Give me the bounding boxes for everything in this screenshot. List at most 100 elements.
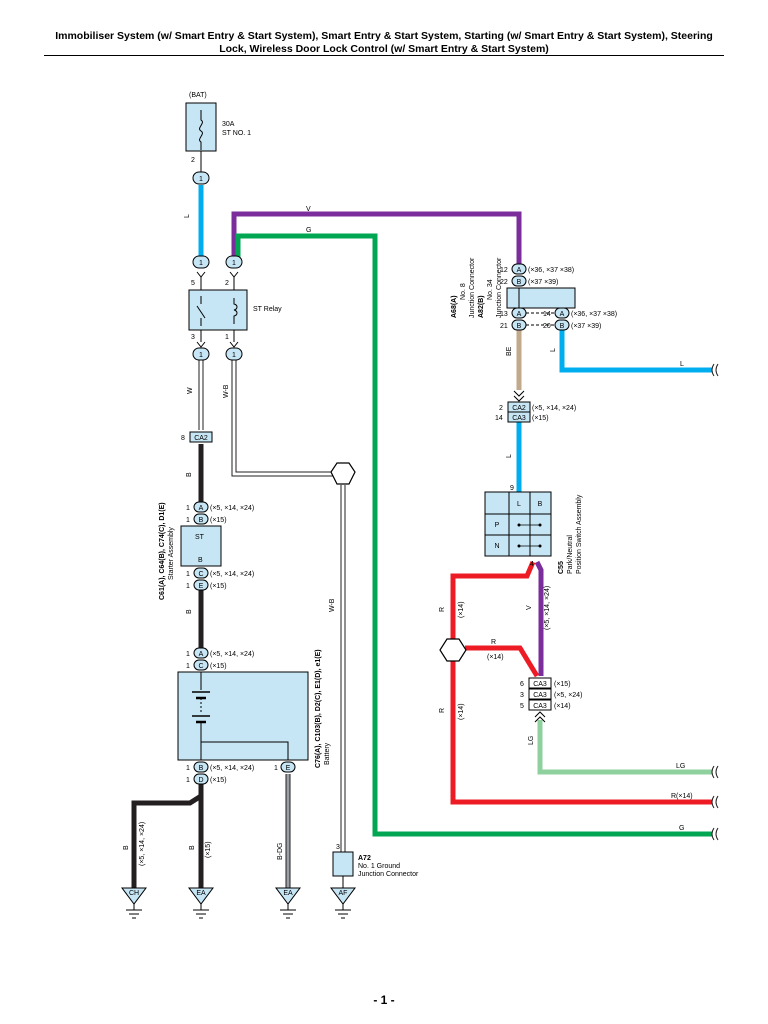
svg-text:(×5, ×14, ×24): (×5, ×14, ×24) [210, 651, 254, 658]
svg-text:EA: EA [283, 890, 293, 897]
svg-text:D: D [198, 777, 203, 784]
svg-text:CA3: CA3 [533, 703, 547, 710]
a82-line1: No. 34 [487, 279, 494, 300]
svg-text:4: 4 [530, 561, 534, 568]
wire-label-b-ea-note: (×15) [205, 841, 212, 858]
svg-text:20: 20 [543, 323, 551, 330]
wire-v-purple [231, 211, 522, 268]
svg-text:AF: AF [339, 890, 348, 897]
wire-w-b [231, 360, 346, 852]
wire-label-b-2: B [186, 609, 193, 614]
fuse-pin-2: 2 [191, 157, 195, 164]
wire-label-v-2-note: (×5, ×14, ×24) [544, 586, 551, 630]
svg-text:1: 1 [186, 651, 190, 658]
battery: A C B D E [177, 647, 309, 785]
st-relay-label: ST Relay [253, 306, 282, 313]
wire-label-b-1: B [186, 472, 193, 477]
svg-text:B: B [199, 517, 204, 524]
svg-text:(×15): (×15) [210, 663, 227, 670]
svg-text:N: N [494, 543, 499, 550]
svg-text:L: L [517, 501, 521, 508]
wire-label-g-right: G [679, 825, 684, 832]
a68-line1: No. 8 [460, 283, 467, 300]
svg-text:13: 13 [500, 311, 508, 318]
connector-ca3-stack: CA3 CA3 CA3 [528, 677, 552, 723]
wire-label-r-2-note: (×14) [487, 654, 504, 661]
svg-text:(×36, ×37 ×38): (×36, ×37 ×38) [528, 267, 574, 274]
svg-text:A: A [199, 651, 204, 658]
wire-l-right [559, 330, 712, 373]
starter-assembly: A B ST B C E [180, 501, 222, 591]
svg-text:A: A [517, 267, 522, 274]
wire-end-marks [711, 363, 719, 841]
svg-text:9: 9 [510, 485, 514, 492]
svg-text:14: 14 [495, 415, 503, 422]
wire-label-v-2: V [526, 605, 533, 610]
svg-text:5: 5 [520, 703, 524, 710]
relay-pin-5: 5 [191, 280, 195, 287]
svg-text:1: 1 [186, 777, 190, 784]
svg-text:1: 1 [186, 583, 190, 590]
park-neutral-switch: L B P N [484, 491, 552, 557]
wire-label-g: G [306, 227, 311, 234]
svg-text:1: 1 [232, 260, 236, 267]
svg-text:1: 1 [199, 260, 203, 267]
svg-text:(×15): (×15) [532, 415, 549, 422]
svg-text:CH: CH [129, 890, 139, 897]
wire-b-black [131, 444, 204, 888]
svg-text:A: A [199, 505, 204, 512]
svg-text:12: 12 [500, 267, 508, 274]
svg-text:A: A [517, 311, 522, 318]
svg-text:B: B [517, 323, 522, 330]
svg-text:3: 3 [520, 692, 524, 699]
svg-text:(×36, ×37 ×38): (×36, ×37 ×38) [571, 311, 617, 318]
svg-text:(×37 ×39): (×37 ×39) [571, 323, 601, 330]
c55-line1: Park/Neutral [567, 535, 574, 574]
title-line-1: Immobiliser System (w/ Smart Entry & Sta… [55, 30, 713, 42]
battery-code: C76(A), C103(B), D2(C), E1(D), e1(E) [315, 649, 322, 768]
svg-text:(×5, ×14, ×24): (×5, ×14, ×24) [532, 405, 576, 412]
wire-label-r-right: R(×14) [671, 793, 693, 800]
svg-text:(×14): (×14) [554, 703, 571, 710]
wire-label-b-ea: B [189, 845, 196, 850]
a72-line2: Junction Connector [358, 871, 419, 878]
starter-name: Starter Assembly [168, 527, 175, 580]
a72-line1: No. 1 Ground [358, 863, 400, 870]
a72-pin-3: 3 [336, 844, 340, 851]
svg-text:CA2: CA2 [194, 435, 208, 442]
wire-label-r-3-note: (×14) [458, 703, 465, 720]
fuse-st-no1: 1 [185, 102, 217, 185]
svg-text:21: 21 [500, 323, 508, 330]
svg-text:(×5, ×24): (×5, ×24) [554, 692, 582, 699]
connector-ca2-left: CA2 [189, 431, 213, 443]
svg-text:CA3: CA3 [533, 692, 547, 699]
svg-text:P: P [495, 522, 500, 529]
svg-text:14: 14 [543, 311, 551, 318]
a72-code: A72 [358, 855, 371, 862]
wire-label-w-b-2: W-B [329, 598, 336, 612]
wire-label-be: BE [506, 346, 513, 356]
wire-label-l-4: L [506, 454, 513, 458]
wire-label-r-2: R [491, 639, 496, 646]
wire-g-green [235, 233, 712, 837]
wire-label-r-1-note: (×14) [458, 601, 465, 618]
wire-label-l-2: L [550, 348, 557, 352]
wire-label-l-3: L [680, 361, 684, 368]
svg-text:E: E [286, 765, 291, 772]
relay-pin-2: 2 [225, 280, 229, 287]
svg-text:CA3: CA3 [512, 415, 526, 422]
svg-text:A: A [560, 311, 565, 318]
st-relay: 1 1 1 1 [188, 255, 248, 361]
ground-ea: EA [188, 887, 214, 919]
svg-text:(×5, ×14, ×24): (×5, ×14, ×24) [210, 765, 254, 772]
svg-text:6: 6 [520, 681, 524, 688]
starter-code: C61(A), C64(B), C74(C), D1(E) [159, 502, 166, 600]
a82-line2: Junction Connector [496, 257, 503, 318]
svg-text:B: B [199, 765, 204, 772]
svg-text:22: 22 [500, 279, 508, 286]
title-rule [44, 55, 724, 56]
fuse-amp: 30A [222, 121, 235, 128]
wire-label-r-1: R [439, 607, 446, 612]
fuse-name: ST NO. 1 [222, 130, 251, 137]
wire-label-r-3: R [439, 708, 446, 713]
